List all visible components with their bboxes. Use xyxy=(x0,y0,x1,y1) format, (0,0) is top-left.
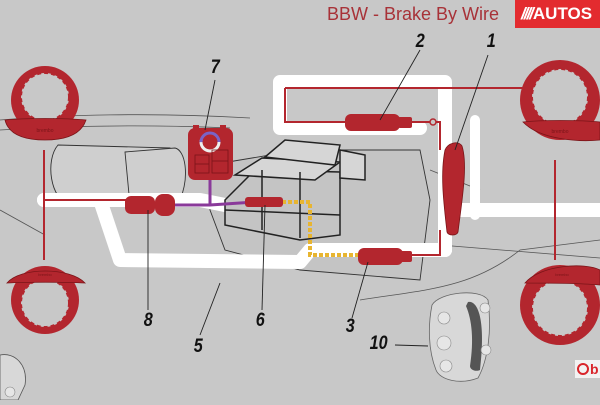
brake-disc-front-right: brembo xyxy=(520,60,600,142)
callout-1: 1 xyxy=(486,31,496,52)
control-unit-7 xyxy=(188,125,233,180)
brake-disc-rear-left: brembo xyxy=(6,266,86,334)
brake-disc-front-left: brembo xyxy=(4,66,87,141)
callout-10: 10 xyxy=(369,333,388,354)
callout-5: 5 xyxy=(193,336,203,357)
caliper-10 xyxy=(428,292,492,382)
brake-lines xyxy=(43,87,556,260)
brembo-logo-text: b xyxy=(590,361,599,377)
brake-pedal-1 xyxy=(442,142,465,236)
caliper-brand-label: brembo xyxy=(38,272,52,277)
callout-2: 2 xyxy=(415,31,425,52)
caliper-brand-label: brembo xyxy=(552,129,569,135)
callout-6: 6 xyxy=(255,310,265,331)
actuator-3 xyxy=(358,248,412,265)
callout-8: 8 xyxy=(143,310,153,331)
brand-logo-text: AUTOS xyxy=(532,4,593,23)
brembo-logo: b xyxy=(575,360,600,378)
actuator-8 xyxy=(125,194,175,216)
actuator-2 xyxy=(345,114,437,131)
connector-6 xyxy=(245,197,283,207)
callout-leader-lines xyxy=(147,49,489,347)
wire-yellow xyxy=(282,200,358,257)
callout-7: 7 xyxy=(210,57,220,78)
autosprint-logo: ////AUTOS xyxy=(515,0,600,28)
caliper-brand-label: brembo xyxy=(555,272,569,277)
caliper-brand-label: brembo xyxy=(37,128,54,134)
diagram-title: BBW - Brake By Wire xyxy=(327,4,500,24)
callout-3: 3 xyxy=(345,316,355,337)
brembo-mark-icon xyxy=(577,363,589,376)
caliper-fragment-bottom-left xyxy=(0,354,26,401)
checkered-flag-icon: //// xyxy=(521,4,534,23)
brake-disc-rear-right: brembo xyxy=(520,265,600,345)
